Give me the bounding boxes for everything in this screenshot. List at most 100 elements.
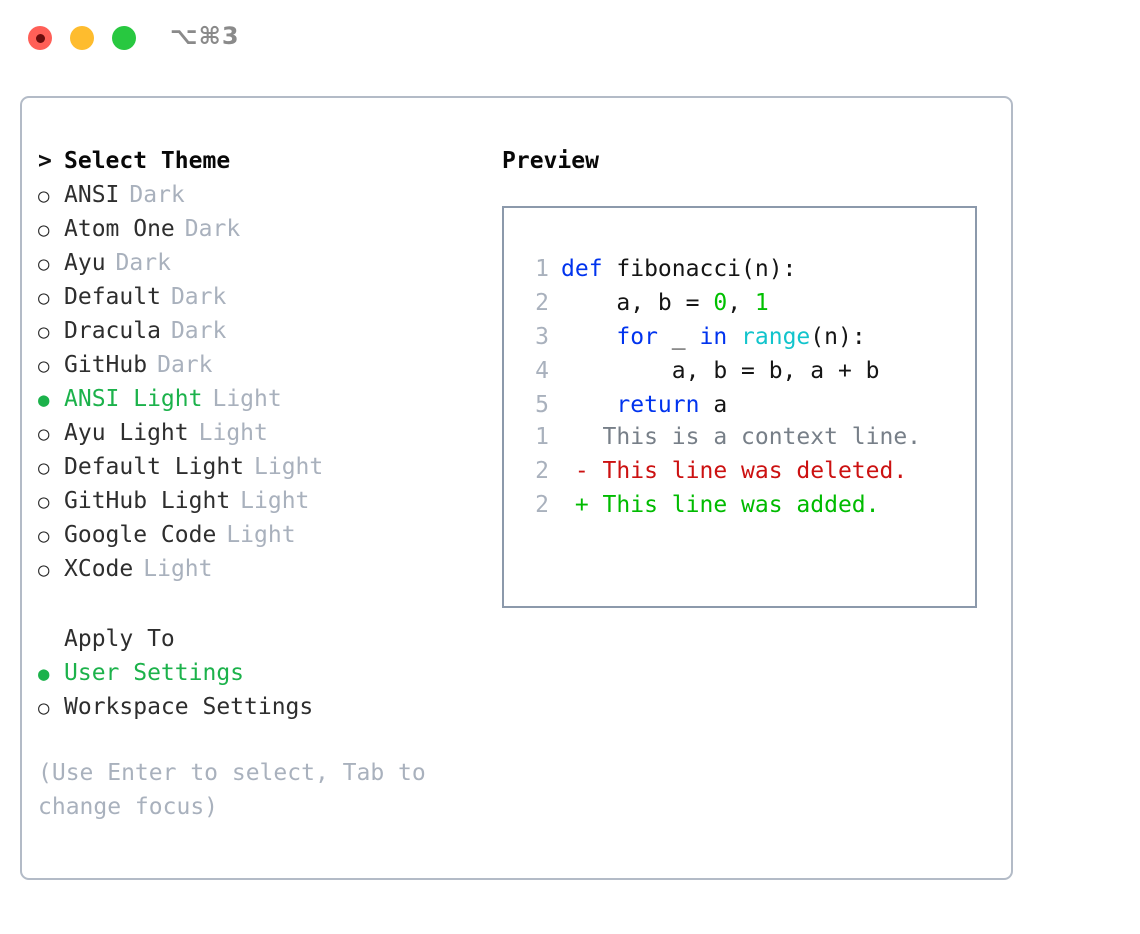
radio-unselected-icon: ○ xyxy=(38,525,50,547)
code-token-kw: in xyxy=(699,324,728,350)
code-token-num: 1 xyxy=(754,290,769,316)
theme-item-label: Atom One xyxy=(64,216,175,242)
theme-item-variant-tag: Light xyxy=(143,556,213,582)
diff-line-text: This is a context line. xyxy=(561,424,922,450)
code-token-plain xyxy=(727,324,741,350)
code-token-fn: range xyxy=(741,324,811,350)
line-number: 3 xyxy=(535,324,549,350)
code-token-kw: for xyxy=(616,324,658,350)
radio-unselected-icon: ○ xyxy=(38,559,50,581)
theme-item-label: ANSI Light xyxy=(64,386,203,412)
code-token-plain: a, b = b, a + b xyxy=(561,358,880,384)
theme-item-variant-tag: Dark xyxy=(129,182,185,208)
apply-to-title: Apply To xyxy=(64,626,175,652)
theme-list-item[interactable]: ○ Ayu Dark xyxy=(38,246,478,280)
select-theme-header: > Select Theme xyxy=(38,144,478,178)
theme-item-variant-tag: Dark xyxy=(157,352,213,378)
line-number: 1 xyxy=(535,256,549,282)
theme-item-label: Google Code xyxy=(64,522,217,548)
code-line-text: for _ in range(n): xyxy=(561,320,865,354)
keyboard-shortcut-label: ⌥⌘3 xyxy=(170,22,240,50)
apply-to-option[interactable]: ●User Settings xyxy=(38,656,478,690)
theme-item-label: Default xyxy=(64,284,161,310)
theme-item-variant-tag: Light xyxy=(198,420,268,446)
theme-list-item[interactable]: ○ Dracula Dark xyxy=(38,314,478,348)
theme-list-item[interactable]: ● ANSI Light Light xyxy=(38,382,478,416)
code-line-text: def fibonacci(n): xyxy=(561,252,796,286)
theme-list-item[interactable]: ○ GitHub Light Light xyxy=(38,484,478,518)
code-line-text: a, b = 0, 1 xyxy=(561,286,769,320)
theme-item-variant-tag: Light xyxy=(240,488,310,514)
radio-unselected-icon: ○ xyxy=(38,287,50,309)
diff-line: 2 - This line was deleted. xyxy=(517,454,921,488)
radio-selected-icon: ● xyxy=(38,389,50,411)
theme-item-variant-tag: Dark xyxy=(170,284,227,310)
theme-list-item[interactable]: ○ Default Light Light xyxy=(38,450,478,484)
maximize-button[interactable] xyxy=(112,26,136,50)
code-line-text: return a xyxy=(561,388,727,422)
theme-item-variant-tag: Dark xyxy=(184,216,241,242)
theme-item-label: GitHub Light xyxy=(64,488,231,514)
theme-list-item[interactable]: ○ Google Code Light xyxy=(38,518,478,552)
keyboard-hint-text: (Use Enter to select, Tab to change focu… xyxy=(38,760,426,820)
traffic-light-controls xyxy=(28,26,136,50)
theme-list-item[interactable]: ○ GitHub Dark xyxy=(38,348,478,382)
code-token-plain: a, b = xyxy=(561,290,714,316)
theme-item-variant-tag: Light xyxy=(212,386,282,412)
diff-line-number: 2 xyxy=(535,492,549,518)
theme-item-label: GitHub xyxy=(64,352,148,378)
theme-item-variant-tag: Dark xyxy=(170,318,227,344)
code-token-plain: _ xyxy=(657,324,700,350)
theme-list-item[interactable]: ○ Default Dark xyxy=(38,280,478,314)
minimize-button[interactable] xyxy=(70,26,94,50)
theme-item-variant-tag: Light xyxy=(254,454,324,480)
code-line: 4 a, b = b, a + b xyxy=(517,354,880,388)
title-bar: ⌥⌘3 xyxy=(0,0,1140,78)
theme-list-item[interactable]: ○ Atom One Dark xyxy=(38,212,478,246)
radio-unselected-icon: ○ xyxy=(38,185,50,207)
apply-to-option[interactable]: ○Workspace Settings xyxy=(38,690,478,724)
code-token-num: 0 xyxy=(713,290,728,316)
apply-to-option-label: User Settings xyxy=(64,660,245,686)
code-token-kw: def xyxy=(561,256,603,282)
code-token-plain: , xyxy=(727,290,755,316)
apply-to-header: Apply To xyxy=(38,622,478,656)
code-token-plain xyxy=(561,392,616,418)
radio-unselected-icon: ○ xyxy=(38,457,50,479)
code-line: 2 a, b = 0, 1 xyxy=(517,286,880,320)
diff-line: 1 This is a context line. xyxy=(517,420,921,454)
section-spacer xyxy=(38,586,478,622)
radio-unselected-icon: ○ xyxy=(38,321,50,343)
radio-unselected-icon: ○ xyxy=(38,355,50,377)
theme-item-label: Ayu Light xyxy=(64,420,189,446)
code-line: 5 return a xyxy=(517,388,880,422)
diff-line-text: + This line was added. xyxy=(561,492,880,518)
code-line: 3 for _ in range(n): xyxy=(517,320,880,354)
radio-unselected-icon: ○ xyxy=(38,253,50,275)
code-token-plain: a xyxy=(699,392,728,418)
diff-line-number: 2 xyxy=(535,458,549,484)
theme-item-label: Dracula xyxy=(64,318,161,344)
theme-item-label: Ayu xyxy=(64,250,106,276)
diff-sample: 1 This is a context line.2 - This line w… xyxy=(517,420,921,522)
theme-item-variant-tag: Dark xyxy=(115,250,171,276)
close-button[interactable] xyxy=(28,26,52,50)
theme-item-variant-tag: Light xyxy=(226,522,296,548)
code-line: 1 def fibonacci(n): xyxy=(517,252,880,286)
code-line-text: a, b = b, a + b xyxy=(561,354,880,388)
diff-line: 2 + This line was added. xyxy=(517,488,921,522)
code-token-plain xyxy=(561,324,616,350)
radio-unselected-icon: ○ xyxy=(38,491,50,513)
code-token-plain: fibonacci(n): xyxy=(602,256,797,282)
theme-item-label: Default Light xyxy=(64,454,245,480)
apply-to-marker-placeholder xyxy=(38,623,64,657)
radio-unselected-icon: ○ xyxy=(38,219,50,241)
diff-line-text: - This line was deleted. xyxy=(561,458,908,484)
